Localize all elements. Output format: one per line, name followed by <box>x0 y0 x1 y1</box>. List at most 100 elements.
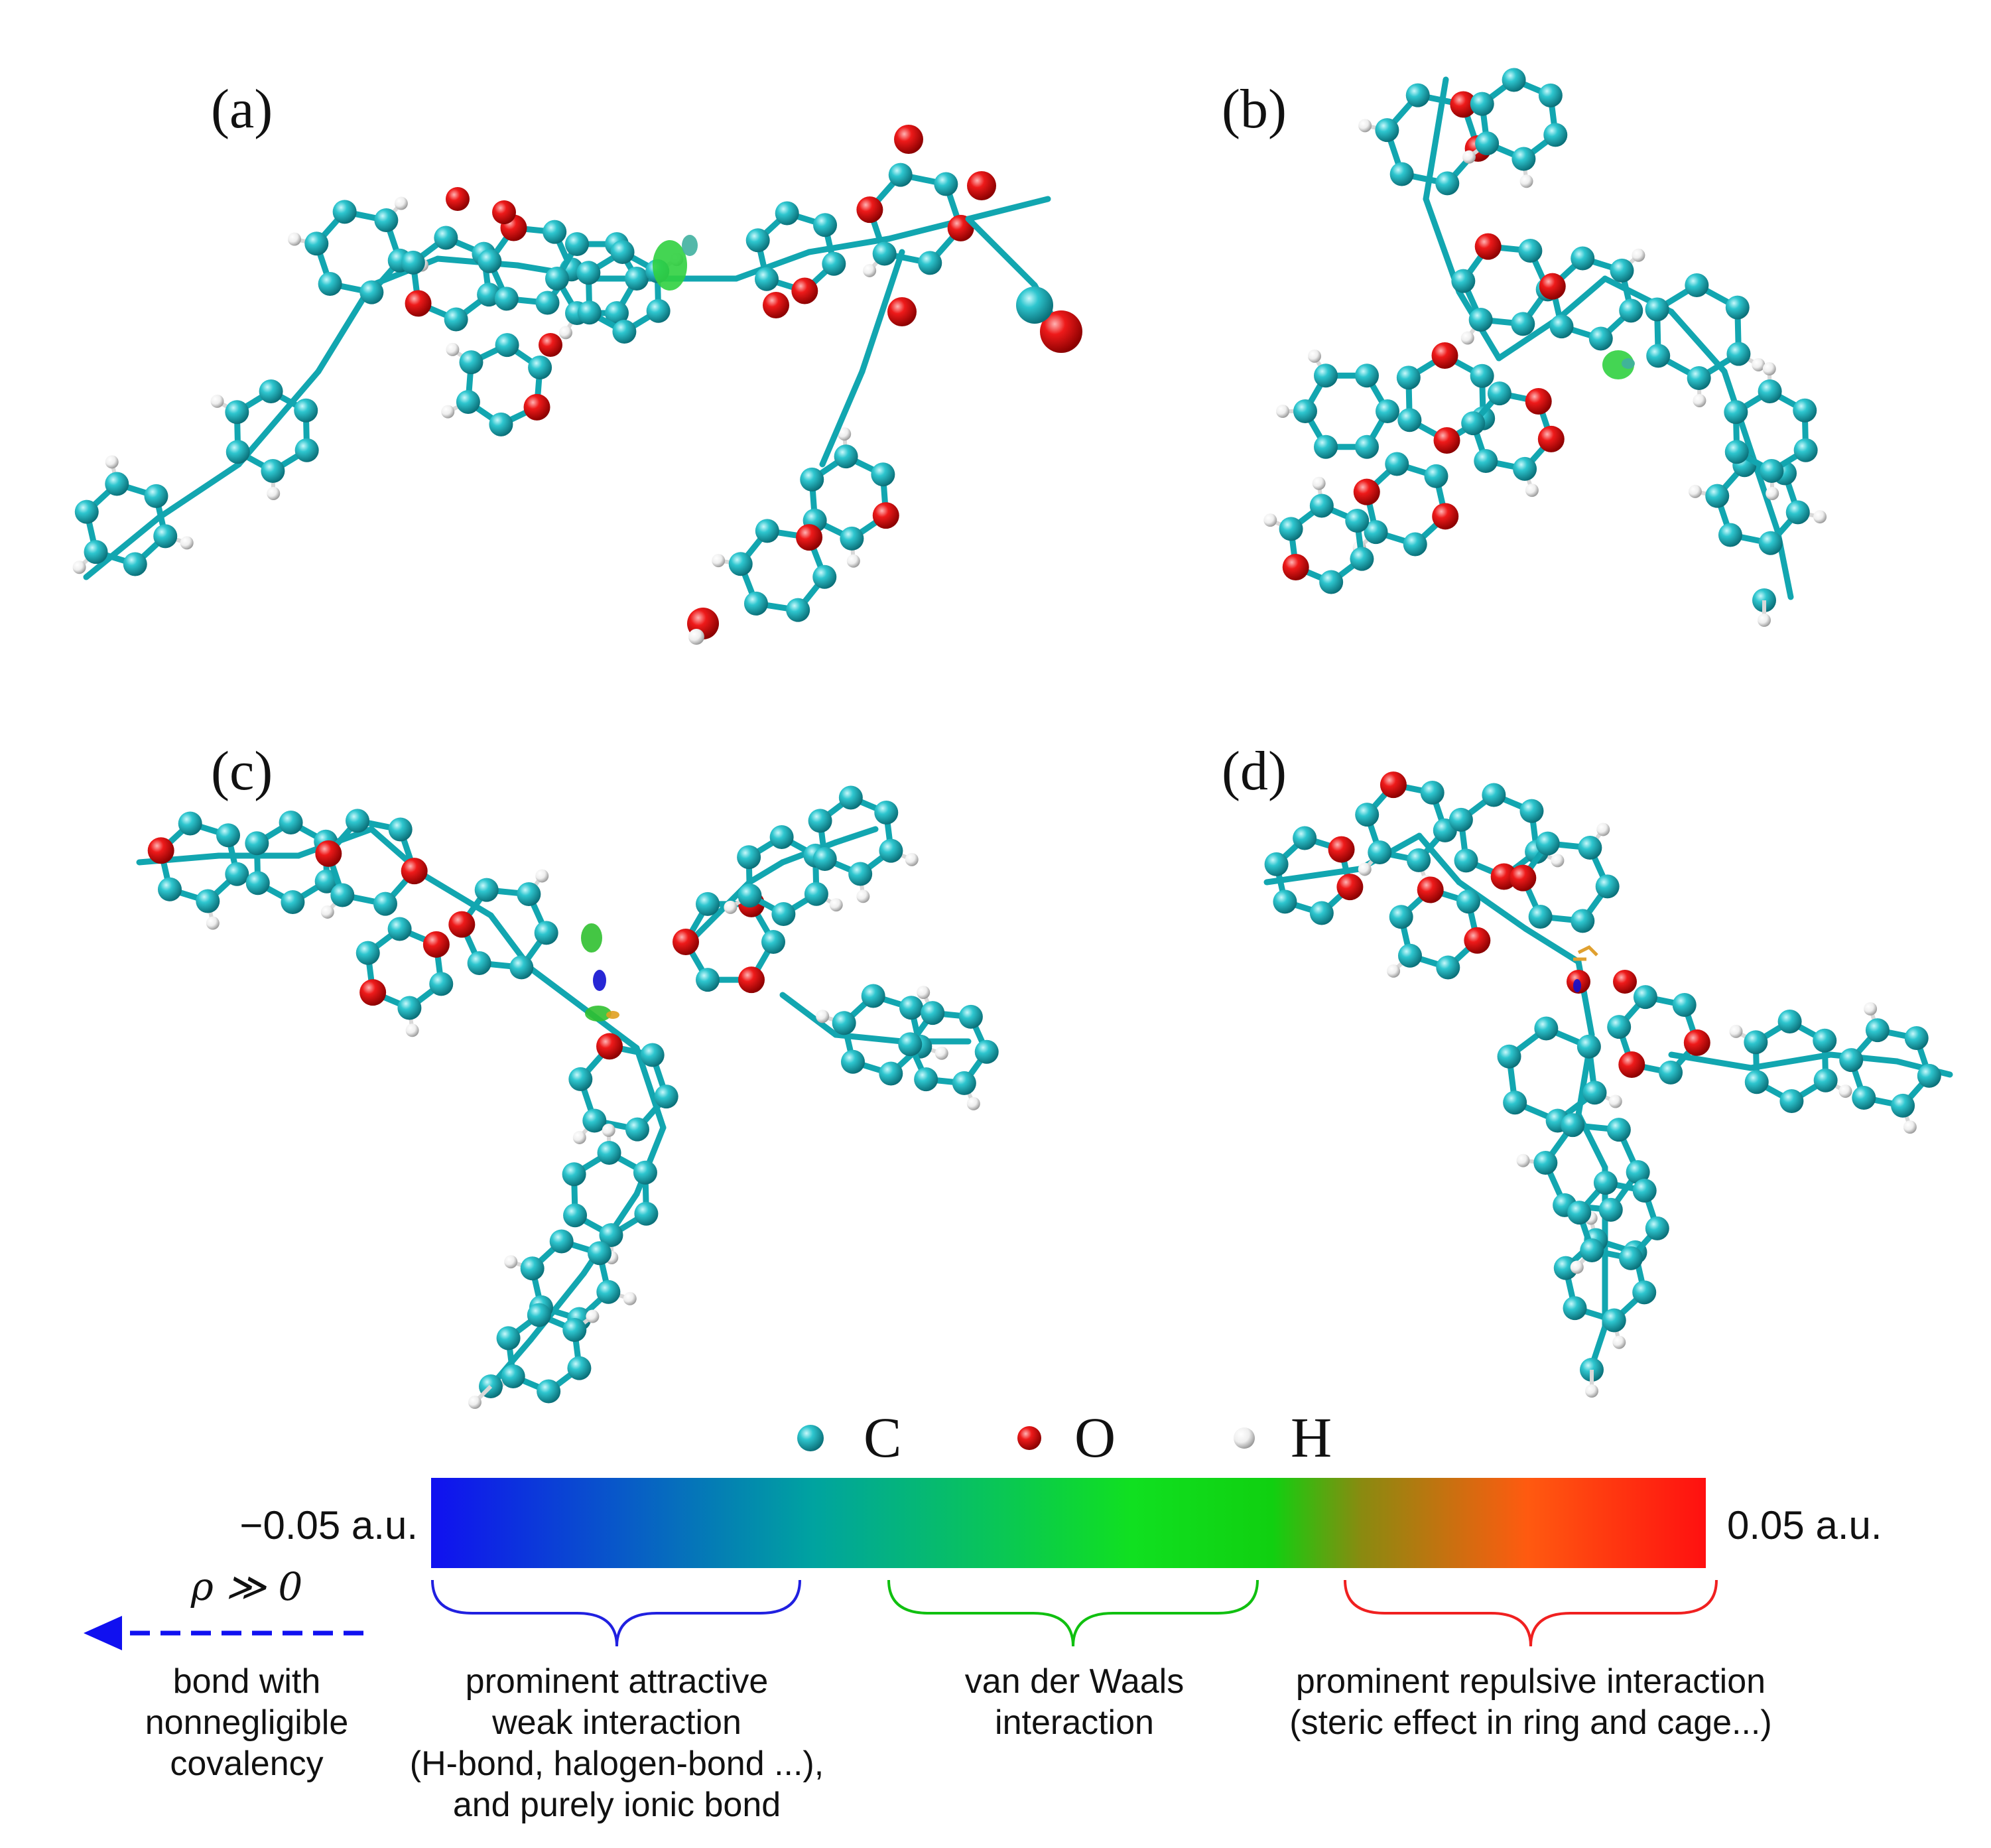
left-note-line-3: covalency <box>170 1745 323 1783</box>
oxygen-atom <box>448 911 476 938</box>
carbon-atom <box>1389 905 1413 929</box>
carbon-atom <box>1535 831 1560 856</box>
carbon-atom <box>1904 1026 1929 1051</box>
bond <box>1496 315 1562 362</box>
hydrogen-atom <box>1758 614 1771 627</box>
hydrogen-atom <box>468 1396 482 1410</box>
carbon-atom <box>1454 848 1478 873</box>
oxygen-atom-icon <box>1017 1426 1041 1450</box>
hydrogen-atom <box>1608 1094 1622 1108</box>
bond <box>806 235 892 255</box>
carbon-atom <box>914 1067 938 1092</box>
carbon-atom <box>921 1001 945 1025</box>
carbon-atom <box>1598 1197 1623 1222</box>
hydrogen-atom <box>863 263 877 277</box>
carbon-atom <box>534 921 558 945</box>
carbon-atom <box>374 208 399 233</box>
interaction-surface <box>1573 979 1581 992</box>
carbon-atom <box>840 526 864 551</box>
hydrogen-atom <box>1551 854 1565 868</box>
carbon-atom <box>527 1303 551 1327</box>
carbon-atom <box>1705 484 1730 508</box>
carbon-atom <box>225 862 249 886</box>
bond <box>235 368 322 468</box>
carbon-atom <box>625 1117 649 1142</box>
carbon-atom <box>434 226 458 250</box>
carbon-atom <box>1646 344 1671 368</box>
carbon-atom <box>743 591 768 616</box>
molecule-panel-b <box>1263 68 1827 627</box>
hydrogen-atom <box>1596 823 1610 836</box>
carbon-atom <box>755 519 779 543</box>
oxygen-atom <box>1417 876 1444 903</box>
carbon-atom <box>1482 783 1506 807</box>
hydrogen-atom <box>856 890 870 903</box>
hydrogen-atom <box>602 1124 615 1138</box>
oxygen-atom <box>1464 927 1491 954</box>
carbon-atom <box>318 271 342 296</box>
carbon-atom <box>775 201 799 226</box>
carbon-atom <box>346 809 370 833</box>
carbon-atom <box>634 1201 659 1226</box>
carbon-atom <box>535 291 560 315</box>
carbon-atom <box>517 882 541 907</box>
interaction-surface <box>653 240 687 291</box>
attractive-line-2: weak interaction <box>491 1703 741 1742</box>
carbon-atom <box>1364 520 1388 545</box>
carbon-atom <box>1578 836 1602 860</box>
carbon-atom <box>1487 381 1511 406</box>
carbon-label: C <box>864 1406 901 1469</box>
carbon-atom <box>1632 1280 1657 1305</box>
bond <box>746 859 786 886</box>
carbon-atom <box>1588 326 1613 351</box>
interaction-surface <box>1573 945 1598 961</box>
hydrogen-atom <box>1813 510 1827 524</box>
left-note-text: bond with nonnegligible covalency <box>145 1662 349 1783</box>
oxygen-atom <box>315 840 342 867</box>
oxygen-label: O <box>1074 1406 1116 1469</box>
oxygen-atom <box>1613 970 1637 994</box>
carbon-atom <box>786 598 810 622</box>
color-scale-bar <box>431 1478 1706 1568</box>
oxygen-atom <box>1353 478 1380 505</box>
vdw-region-text: van der Waals interaction <box>965 1662 1184 1742</box>
carbon-atom <box>520 1256 545 1281</box>
carbon-atom <box>610 240 635 265</box>
oxygen-atom <box>1040 310 1082 353</box>
carbon-atom <box>1368 840 1392 864</box>
carbon-atom <box>1405 83 1430 107</box>
carbon-atom <box>899 996 924 1020</box>
hydrogen-atom <box>829 898 843 912</box>
carbon-atom <box>958 1004 983 1029</box>
repulsive-line-2: (steric effect in ring and cage...) <box>1289 1703 1771 1742</box>
bond <box>527 965 587 1012</box>
hydrogen-atom <box>441 405 455 419</box>
carbon-atom <box>861 984 885 1008</box>
carbon-atom <box>1397 943 1422 968</box>
carbon-atom <box>1470 92 1494 116</box>
carbon-atom <box>1571 909 1595 933</box>
carbon-atom <box>304 231 329 256</box>
carbon-atom <box>918 251 942 275</box>
bond <box>527 1270 587 1343</box>
carbon-atom <box>1538 83 1563 107</box>
carbon-atom <box>549 1229 574 1254</box>
bond <box>733 249 812 282</box>
carbon-atom <box>1468 307 1493 332</box>
carbon-atom <box>1497 1044 1521 1069</box>
carbon-atom <box>567 1356 592 1380</box>
carbon-atom <box>1718 523 1742 547</box>
left-note-line-2: nonnegligible <box>145 1703 349 1742</box>
oxygen-atom <box>1537 425 1565 452</box>
carbon-atom <box>1279 517 1303 541</box>
scale-max-label: 0.05 a.u. <box>1727 1503 1882 1548</box>
carbon-atom <box>1839 1048 1864 1073</box>
carbon-atom <box>1725 295 1750 320</box>
carbon-atom <box>330 883 355 907</box>
attractive-region-brace <box>431 1579 801 1647</box>
carbon-atom <box>1606 1118 1631 1142</box>
carbon-atom <box>387 917 412 941</box>
bond <box>832 826 879 846</box>
carbon-atom <box>1448 807 1473 832</box>
carbon-atom <box>259 379 283 404</box>
